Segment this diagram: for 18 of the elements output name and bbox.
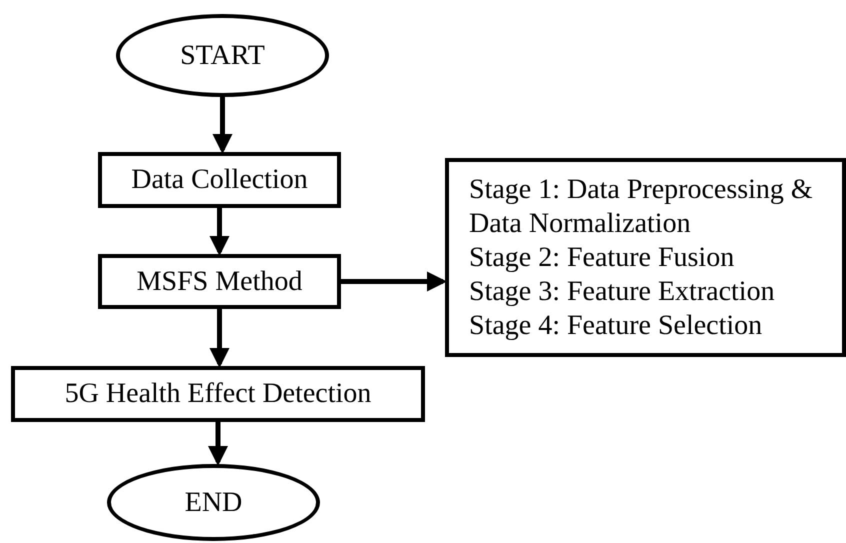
node-text: Stage 4: Feature Selection [469, 308, 764, 342]
arrow [212, 97, 232, 154]
node-text: Data Collection [131, 163, 308, 197]
arrow [210, 208, 230, 256]
node-text: Stage 2: Feature Fusion [469, 240, 736, 274]
node-text: Stage 1: Data Preprocessing & Data Normalization [469, 172, 814, 240]
arrow [208, 422, 228, 466]
node-text: 5G Health Effect Detection [64, 377, 372, 411]
node-text: START [180, 38, 265, 72]
process-box [98, 152, 341, 208]
arrow [341, 272, 447, 292]
node-text: Stage 3: Feature Extraction [469, 274, 776, 308]
process-box [11, 366, 425, 422]
arrow [210, 309, 230, 368]
process-box [445, 158, 846, 357]
process-box [98, 254, 341, 309]
node-text: MSFS Method [136, 264, 302, 298]
node-text: END [184, 486, 242, 520]
